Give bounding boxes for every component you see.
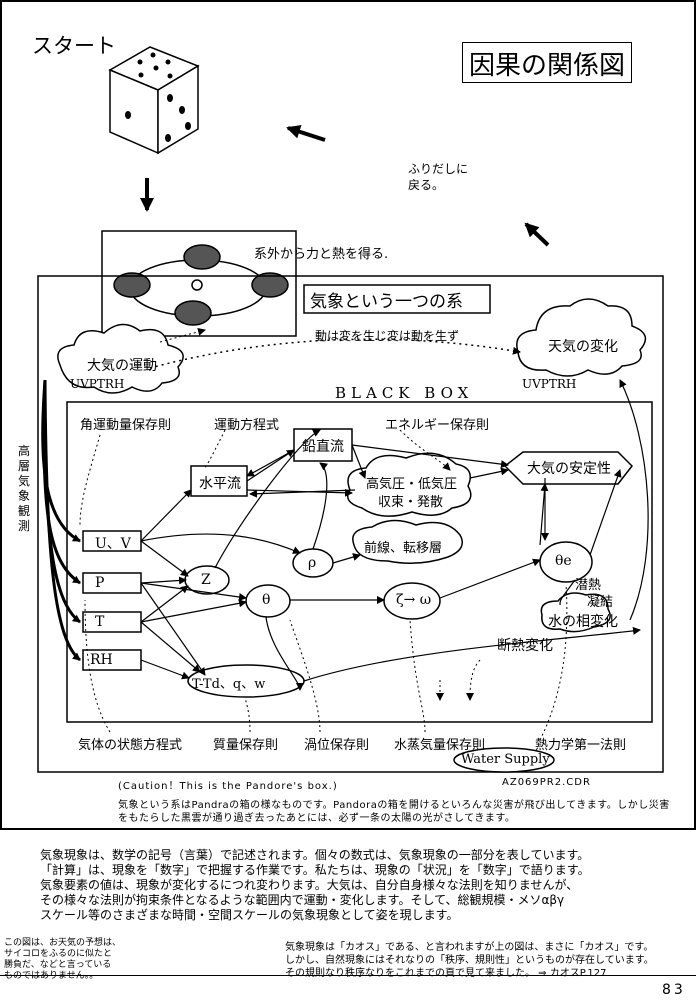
node-adiabatic: 断熱変化 (497, 638, 553, 654)
right-note-3: その規則なり秩序なりをこれまでの頁で見て来ました。 ⇒ カオスP.127 (285, 968, 607, 979)
law-vorticity: 渦位保存則 (304, 738, 370, 753)
horizontal-box (190, 465, 248, 497)
node-horizontal: 水平流 (199, 476, 241, 492)
cloud-right-icon (516, 298, 647, 377)
uvptrh-right: UVPTRH (522, 377, 577, 391)
node-vertical: 鉛直流 (302, 439, 344, 455)
node-stability: 大気の安定性 (527, 461, 611, 477)
law-angular: 角運動量保存則 (80, 418, 172, 433)
bottom-line-2: 「計算」は、現象を「数字」で把握する作業です。私たちは、現象の「状況」を「数字」… (40, 863, 590, 877)
bottom-line-4: その様々な法則が拘束条件となるような範囲内で運動・変化します。そして、総観規模・… (40, 893, 565, 907)
node-pressure: 高気圧・低気圧 (366, 477, 458, 492)
bottom-text: 気象現象は、数学の記号（言葉）で記述されます。個々の数式は、気象現象の一部分を表… (40, 848, 680, 923)
law-state: 気体の状態方程式 (78, 738, 183, 753)
node-water-supply: Water Supply (461, 752, 550, 767)
node-theta: θ (262, 592, 271, 608)
pressure-cloud (347, 452, 472, 517)
return-note-1: ふりだしに (408, 162, 469, 176)
black-box (66, 401, 653, 723)
atmos-motion-label: 大気の運動 (87, 358, 157, 374)
bottom-line-3: 気象要素の値は、現象が変化するにつれ変わります。大気は、自分自身様々な法則を知り… (40, 878, 579, 892)
left-note-1: この図は、お天気の予想は、 (4, 938, 122, 948)
node-latent: 潜熱 (575, 578, 602, 593)
front-cloud (352, 519, 463, 564)
system-box (37, 275, 664, 773)
file-code: AZ069PR2.CDR (502, 777, 591, 788)
left-note-2: サイコロをふるのに似たと (4, 949, 113, 959)
caution-caption: (Caution！This is the Pandore's box.) (118, 781, 338, 792)
return-note-2: 戻る。 (408, 178, 445, 192)
law-energy: エネルギー保存則 (385, 418, 490, 433)
right-note: 気象現象は「カオス」である、と言われますが上の図は、まさに「カオス」です。 しか… (285, 941, 695, 980)
start-label: スタート (32, 34, 116, 58)
node-theta-e: θe (555, 553, 572, 569)
law-vapor: 水蒸気量保存則 (394, 738, 486, 753)
left-note: この図は、お天気の予想は、 サイコロをふるのに似たと 勝負だ、などと言っている … (4, 938, 124, 982)
node-z: Z (201, 572, 211, 588)
stability-hex (503, 451, 633, 485)
node-condense: 凝結 (587, 595, 614, 610)
globe-icons (113, 244, 289, 326)
external-box (101, 230, 297, 337)
pandora-note: 気象という系はPandraの箱の様なものです。Pandoraの箱を開けるといろん… (118, 800, 670, 824)
law-mass: 質量保存則 (213, 738, 279, 753)
right-note-2: しかし、自然現象にはそれなりの「秩序、規則性」というものが存在しています。 (285, 955, 654, 966)
node-uv: U、V (95, 536, 131, 552)
phase-cloud (540, 592, 611, 633)
node-convergence: 収束・発散 (378, 495, 444, 510)
return-arrow-icon (286, 125, 326, 142)
return-arrow-2-icon (524, 222, 550, 247)
node-phase: 水の相変化 (548, 614, 618, 630)
left-note-4: ものではありません。。 (4, 971, 99, 981)
weather-change-label: 天気の変化 (548, 339, 618, 355)
uvptrh-left: UVPTRH (70, 377, 125, 391)
diagram-frame (0, 0, 696, 830)
node-rh: RH (90, 652, 113, 668)
cloud-left-icon (57, 323, 184, 394)
external-force-label: 系外から力と熱を得る. (254, 247, 389, 262)
node-rho: ρ (308, 555, 317, 571)
vertical-box (293, 428, 353, 462)
dice-icon (108, 46, 200, 155)
footer-divider (0, 975, 696, 976)
upper-obs-label: 高層気象観測 (17, 444, 30, 533)
right-note-1: 気象現象は「カオス」である、と言われますが上の図は、まさに「カオス」です。 (285, 942, 654, 953)
law-motion: 運動方程式 (214, 418, 280, 433)
black-box-label: BLACK BOX (335, 384, 474, 402)
node-zeta-omega: ζ→ ω (396, 592, 432, 608)
node-t: T (95, 614, 105, 630)
bottom-line-5: スケール等のさまざまな時間・空間スケールの気象現象として姿を現します。 (40, 908, 459, 922)
dynamic-note: 動は変を生じ変は動を生ず (315, 329, 460, 343)
meteo-system-label: 気象という一つの系 (310, 292, 463, 312)
node-front: 前線、転移層 (364, 541, 443, 556)
left-note-3: 勝負だ、などと言っている (4, 960, 112, 970)
page-title: 因果の関係図 (462, 42, 633, 83)
node-ttd: T-Td、q、w (192, 677, 266, 692)
page-number: 83 (662, 982, 686, 998)
bottom-line-1: 気象現象は、数学の記号（言葉）で記述されます。個々の数式は、気象現象の一部分を表… (40, 848, 590, 862)
law-thermo: 熱力学第一法則 (535, 738, 627, 753)
node-p: P (95, 575, 105, 591)
